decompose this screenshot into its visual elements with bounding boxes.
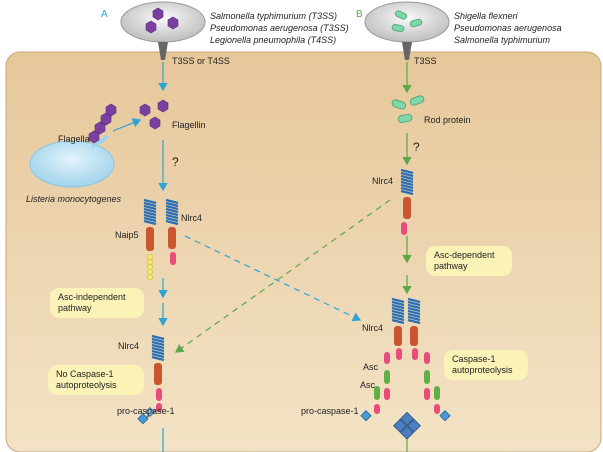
nlrc4-b-protein <box>399 168 415 235</box>
asc-label-2: Asc <box>360 380 376 390</box>
listeria-cell <box>29 140 115 188</box>
rod-protein-icons <box>391 95 425 123</box>
pro-caspase-label-b: pro-caspase-1 <box>301 406 359 416</box>
nlrc4-asc-complex <box>360 297 451 422</box>
rod-protein-label: Rod protein <box>424 115 471 125</box>
pro-caspase-label-a: pro-caspase-1 <box>117 406 175 416</box>
listeria-label: Listeria monocytogenes <box>26 194 122 204</box>
nlrc4-label-a-top: Nlrc4 <box>181 213 203 223</box>
nlrc4-label-b-top: Nlrc4 <box>372 176 394 186</box>
bacteria-a-2: Pseudomonas aerugenosa (T3SS) <box>210 23 349 33</box>
bacterium-b <box>364 1 450 43</box>
bacterium-a <box>120 1 206 43</box>
nlrc4-label-b-bottom: Nlrc4 <box>362 323 384 333</box>
nlrc4-procaspase-a <box>137 334 166 425</box>
secretion-label-a: T3SS or T4SS <box>172 56 230 66</box>
secretion-system-a <box>158 42 168 60</box>
bacteria-a-1: Salmonella typhimurium (T3SS) <box>210 11 338 21</box>
nlrc4-a-protein <box>164 198 180 265</box>
secretion-system-b <box>402 42 412 60</box>
bacteria-b-2: Pseudomonas aerugenosa <box>454 23 562 33</box>
naip5-protein <box>142 198 158 280</box>
bacteria-a-3: Legionella pneumophila (T4SS) <box>210 35 337 45</box>
panel-a-label: A <box>101 9 108 20</box>
bacteria-b-3: Salmonella typhimurium <box>454 35 551 45</box>
naip5-label: Naip5 <box>115 230 139 240</box>
secretion-label-b: T3SS <box>414 56 437 66</box>
flagellin-icons <box>139 99 169 130</box>
nlrc4-label-a-bottom: Nlrc4 <box>118 341 140 351</box>
unknown-step-a: ? <box>172 155 179 169</box>
asc-label-1: Asc <box>363 362 379 372</box>
flagellin-label: Flagellin <box>172 120 206 130</box>
panel-b-label: B <box>356 9 363 20</box>
bacterium-b-rod-icons <box>391 10 423 32</box>
flagella-icons <box>88 103 117 144</box>
bacterium-a-flagellin-icons <box>145 7 179 34</box>
flagella-stalk <box>91 134 110 148</box>
unknown-step-b: ? <box>413 140 420 154</box>
caspase-1-tetramer <box>393 411 421 440</box>
bacteria-b-1: Shigella flexneri <box>454 11 518 21</box>
flagella-label: Flagella <box>58 134 90 144</box>
